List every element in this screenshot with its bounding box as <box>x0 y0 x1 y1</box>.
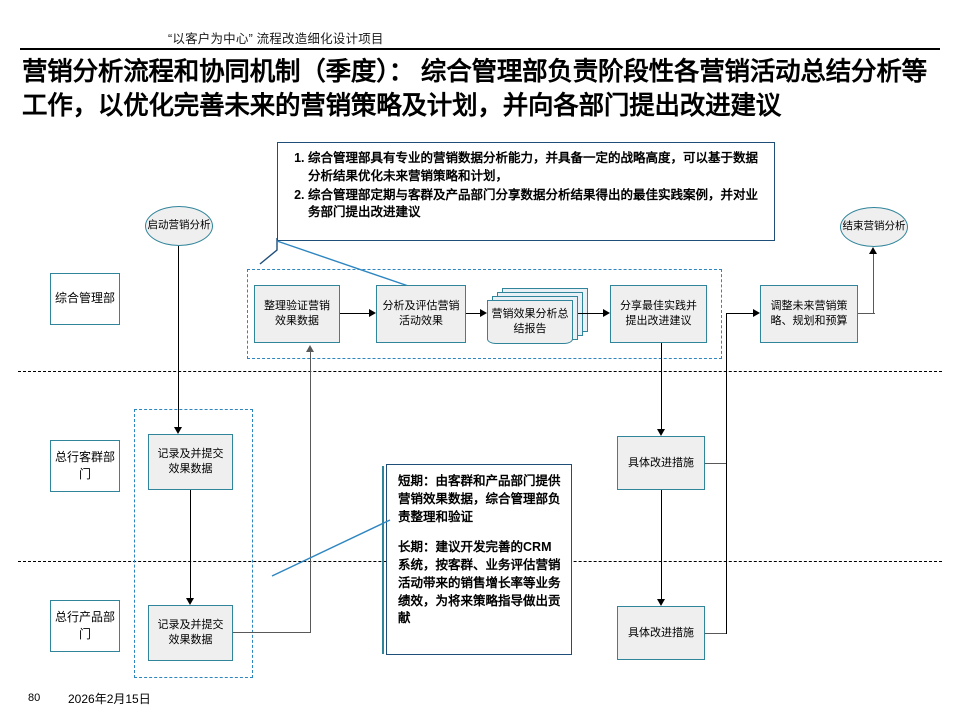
lane-label-product: 总行产品部门 <box>50 600 120 652</box>
node-end: 结束营销分析 <box>840 207 908 247</box>
footer-page-number: 80 <box>28 692 41 704</box>
connector-record1-to-record2 <box>190 490 192 598</box>
node-improvement-1: 具体改进措施 <box>617 436 705 490</box>
arrowhead-organize-to-analyze <box>369 309 376 317</box>
connector-share-to-improvement1 <box>661 343 663 429</box>
node-improvement-2: 具体改进措施 <box>617 606 705 660</box>
callout-bottom-accent-bar <box>382 466 384 654</box>
lane-divider-1 <box>18 371 942 372</box>
node-record-submit-1: 记录及并提交效果数据 <box>148 434 233 490</box>
arrowhead-riser-to-adjust <box>753 309 760 317</box>
callout-bottom-short: 短期：由客群和产品部门提供营销效果数据，综合管理部负责整理和验证 <box>398 473 561 526</box>
page-title: 营销分析流程和协同机制（季度）： 综合管理部负责阶段性各营销活动总结分析等工作，… <box>22 58 927 120</box>
connector-adjust-right <box>858 313 875 315</box>
node-organize-verify: 整理验证营销效果数据 <box>254 285 340 343</box>
arrowhead-report-to-share <box>603 309 610 317</box>
callout-bottom-short-label: 短期： <box>398 474 436 488</box>
arrowhead-share-to-improvement1 <box>657 429 665 436</box>
arrowhead-record1-to-record2 <box>186 598 194 605</box>
connector-improvement2-right <box>705 633 727 635</box>
footer-date: 2026年2月15日 <box>68 692 151 706</box>
node-record-submit-2: 记录及并提交效果数据 <box>148 605 233 661</box>
callout-bottom-long-label: 长期： <box>398 540 436 555</box>
node-report: 营销效果分析总结报告 <box>487 300 573 344</box>
callout-bottom-spacer <box>398 526 561 539</box>
arrowhead-start-to-record1 <box>174 427 182 434</box>
connector-record2-up <box>310 352 312 633</box>
connector-riser-to-adjust <box>726 313 753 315</box>
group-box-department-submit <box>134 409 253 678</box>
callout-bottom-long: 长期：建议开发完善的CRM系统，按客群、业务评估营销活动带来的销售增长率等业务绩… <box>398 539 561 628</box>
arrowhead-adjust-to-end <box>869 247 877 254</box>
callout-top-item-1: 综合管理部具有专业的营销数据分析能力，并具备一定的战略高度，可以基于数据分析结果… <box>308 150 764 186</box>
connector-start-to-record1 <box>178 246 180 427</box>
lane-label-customer-group: 总行客群部门 <box>50 440 120 492</box>
connector-improvements-riser <box>726 313 728 634</box>
group-box-management-process <box>247 269 722 359</box>
lane-label-general-management: 综合管理部 <box>50 273 120 325</box>
arrowhead-improvement1-to-improvement2 <box>657 599 665 606</box>
node-report-stack: 营销效果分析总结报告 <box>487 288 591 344</box>
callout-top-item-2: 综合管理部定期与客群及产品部门分享数据分析结果得出的最佳实践案例，并对业务部门提… <box>308 187 764 223</box>
connector-adjust-up-to-end <box>873 254 875 314</box>
callout-top: 综合管理部具有专业的营销数据分析能力，并具备一定的战略高度，可以基于数据分析结果… <box>277 142 775 241</box>
header-divider <box>20 48 940 50</box>
connector-report-to-share <box>578 313 603 315</box>
header-subtitle: “以客户为中心” 流程改造细化设计项目 <box>168 32 384 46</box>
arrowhead-record2-to-organize <box>306 345 314 352</box>
callout-bottom-leader-line <box>271 519 391 577</box>
connector-improvement1-right <box>705 463 727 465</box>
connector-improvement1-to-improvement2 <box>661 490 663 599</box>
connector-analyze-to-report <box>466 313 480 315</box>
callout-bottom-short-text: 由客群和产品部门提供营销效果数据，综合管理部负责整理和验证 <box>398 474 561 524</box>
arrowhead-analyze-to-report <box>480 309 487 317</box>
node-adjust-strategy: 调整未来营销策略、规划和预算 <box>760 285 858 343</box>
connector-organize-to-analyze <box>340 313 369 315</box>
callout-top-leader-line <box>259 238 421 291</box>
callout-bottom: 短期：由客群和产品部门提供营销效果数据，综合管理部负责整理和验证 长期：建议开发… <box>382 464 572 655</box>
callout-bottom-long-text: 建议开发完善的CRM系统，按客群、业务评估营销活动带来的销售增长率等业务绩效，为… <box>398 540 561 626</box>
node-share-best-practice: 分享最佳实践并提出改进建议 <box>610 285 707 343</box>
node-start: 启动营销分析 <box>145 206 213 246</box>
node-analyze-evaluate: 分析及评估营销活动效果 <box>376 285 466 343</box>
connector-record2-right <box>233 632 311 634</box>
